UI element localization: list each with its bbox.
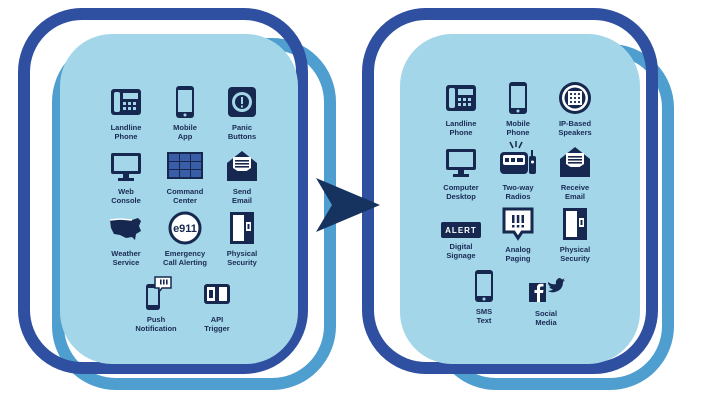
item-label: Physical Security <box>226 249 258 267</box>
input-panic-buttons: Panic Buttons <box>202 84 282 141</box>
item-label: Push Notification <box>135 315 177 333</box>
item-label: Receive Email <box>560 183 590 201</box>
social-media-icon <box>529 278 565 302</box>
output-receive-email: Receive Email <box>535 144 615 201</box>
output-landline-phone: Landline Phone <box>421 80 501 137</box>
output-analog-paging: Analog Paging <box>478 206 558 263</box>
item-label: Send Email <box>231 187 252 205</box>
video-wall-icon <box>167 152 203 179</box>
item-label: Two-way Radios <box>502 183 534 201</box>
door-icon <box>563 208 587 240</box>
output-ip-speakers: IP-Based Speakers <box>535 80 615 137</box>
e911-icon: e911 <box>168 211 202 245</box>
door-icon <box>230 212 254 244</box>
item-label: Analog Paging <box>505 245 531 263</box>
item-label: Panic Buttons <box>227 123 257 141</box>
usa-map-icon <box>109 218 141 240</box>
left-frame-dark <box>18 8 308 374</box>
email-icon <box>227 151 257 181</box>
item-label: Mobile App <box>173 123 197 141</box>
output-social-media: Social Media <box>506 274 586 327</box>
mobile-phone-icon <box>176 86 194 118</box>
item-label: Weather Service <box>111 249 141 267</box>
item-label: SMS Text <box>475 307 493 325</box>
email-icon <box>560 147 590 177</box>
input-push-notification: Push Notification <box>116 276 196 333</box>
item-label: Web Console <box>111 187 141 205</box>
svg-text:e911: e911 <box>173 223 197 235</box>
output-two-way-radios: Two-way Radios <box>478 140 558 201</box>
right-frame-dark <box>362 8 658 374</box>
speaker-icon <box>559 82 591 114</box>
output-computer-desktop: Computer Desktop <box>421 144 501 201</box>
input-landline-phone: Landline Phone <box>86 84 166 141</box>
item-label: Landline Phone <box>445 119 477 137</box>
input-api-trigger: API Trigger <box>177 276 257 333</box>
monitor-icon <box>111 153 141 181</box>
input-send-email: Send Email <box>202 148 282 205</box>
item-label: Social Media <box>534 309 558 327</box>
api-icon <box>204 284 230 304</box>
monitor-icon <box>446 149 476 177</box>
item-label: Landline Phone <box>110 123 142 141</box>
input-command-center: Command Center <box>145 148 225 205</box>
item-label: Physical Security <box>559 245 591 263</box>
alert-sign-icon: ALERT <box>441 222 481 238</box>
output-mobile-phone: Mobile Phone <box>478 80 558 137</box>
output-sms-text: SMS Text <box>444 268 524 325</box>
landline-phone-icon <box>446 85 476 111</box>
item-label: Command Center <box>166 187 204 205</box>
input-web-console: Web Console <box>86 148 166 205</box>
item-label: Mobile Phone <box>506 119 530 137</box>
landline-phone-icon <box>111 89 141 115</box>
item-label: Computer Desktop <box>443 183 479 201</box>
output-digital-signage: ALERT Digital Signage <box>421 208 501 260</box>
input-physical-security: Physical Security <box>202 210 282 267</box>
radio-icon <box>500 141 536 174</box>
input-weather-service: Weather Service <box>86 210 166 267</box>
output-physical-security: Physical Security <box>535 206 615 263</box>
item-label: API Trigger <box>204 315 230 333</box>
input-mobile-app: Mobile App <box>145 84 225 141</box>
push-notification-icon <box>146 276 172 310</box>
alert-sign-text: ALERT <box>445 225 477 235</box>
panic-button-icon <box>228 87 256 117</box>
input-emergency-call-alerting: e911 Emergency Call Alerting <box>145 210 225 267</box>
item-label: IP-Based Speakers <box>558 119 592 137</box>
item-label: Emergency Call Alerting <box>163 249 207 267</box>
paging-icon <box>502 207 534 241</box>
sms-phone-icon <box>475 270 493 302</box>
mobile-phone-icon <box>509 82 527 114</box>
item-label: Digital Signage <box>446 242 476 260</box>
arrow-right-icon <box>316 178 380 232</box>
